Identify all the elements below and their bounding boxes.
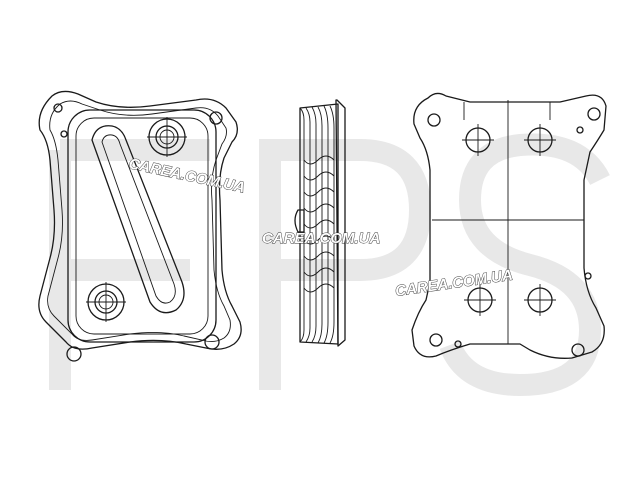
mount-hole-icon xyxy=(429,333,443,347)
mount-hole-icon xyxy=(576,126,584,134)
rear-flange-outline xyxy=(411,92,607,359)
mount-hole-icon xyxy=(454,340,462,348)
port-top-right-icon xyxy=(147,117,187,157)
background-logo xyxy=(49,133,610,397)
mount-hole-icon xyxy=(584,272,592,280)
diagonal-channel xyxy=(91,125,185,314)
rear-port-icon xyxy=(524,124,556,156)
mount-hole-icon xyxy=(209,111,223,125)
port-bottom-left-icon xyxy=(86,282,126,322)
watermark-3: CAREA.COM.UA xyxy=(394,267,514,300)
mount-hole-icon xyxy=(571,343,585,357)
front-flange-outline xyxy=(38,90,242,350)
side-view xyxy=(294,99,346,347)
rear-view xyxy=(411,92,607,359)
rear-port-icon xyxy=(524,284,556,316)
side-flange xyxy=(335,99,346,347)
front-view xyxy=(38,90,242,362)
mount-hole-icon xyxy=(53,103,63,113)
watermark-2: CAREA.COM.UA xyxy=(262,230,380,247)
mount-hole-icon xyxy=(66,346,82,362)
front-core-body xyxy=(67,109,217,343)
mount-hole-icon xyxy=(427,113,441,127)
mount-hole-icon xyxy=(587,107,601,121)
rear-port-icon xyxy=(462,124,494,156)
mount-hole-icon xyxy=(60,130,68,138)
watermark-1: CAREA.COM.UA xyxy=(127,155,246,196)
rear-port-icon xyxy=(464,284,496,316)
mount-hole-icon xyxy=(204,334,220,350)
